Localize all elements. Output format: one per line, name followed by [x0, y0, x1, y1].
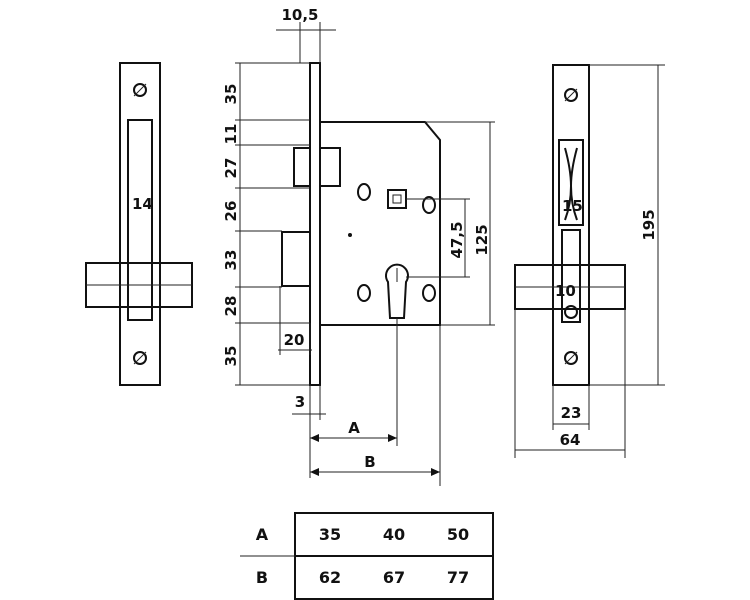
dim-height-35-bottom: 35 — [222, 346, 240, 367]
dim-side-10: 10 — [555, 282, 576, 300]
dim-bolt-20: 20 — [284, 331, 305, 349]
screw-hole-icon — [422, 196, 436, 214]
table-row-label-b: B — [256, 568, 268, 587]
front-faceplate — [309, 62, 321, 386]
right-screw-bottom-icon — [564, 351, 578, 365]
screw-hole-icon — [422, 284, 436, 302]
dim-cylinder-47-5: 47,5 — [448, 221, 466, 258]
right-faceplate-outline — [552, 64, 590, 386]
table-cell-b-1: 62 — [319, 568, 341, 587]
dim-depth-64: 64 — [560, 431, 581, 449]
table-row-label-a: A — [256, 525, 269, 544]
left-faceplate-outline — [119, 62, 161, 386]
follower-square — [387, 189, 407, 209]
screw-hole-icon — [357, 183, 371, 201]
left-screw-bottom-icon — [133, 351, 147, 365]
dim-case-125: 125 — [473, 224, 491, 255]
dim-height-11: 11 — [222, 124, 240, 145]
dim-height-28: 28 — [222, 296, 240, 317]
right-screw-middle-icon — [564, 305, 578, 319]
table-cell-b-2: 67 — [383, 568, 405, 587]
dimension-table: A B 35 40 50 62 67 77 — [240, 512, 494, 600]
right-latch-window — [558, 139, 584, 226]
left-side-view: 14 — [85, 62, 193, 386]
dim-label-a: A — [348, 419, 360, 437]
latch-bolt — [293, 147, 311, 187]
screw-hole-icon — [357, 284, 371, 302]
latch-tail — [319, 147, 341, 187]
dim-side-15: 15 — [562, 197, 583, 215]
left-screw-top-icon — [133, 83, 147, 97]
dim-height-27: 27 — [222, 158, 240, 179]
table-cell-b-3: 77 — [447, 568, 469, 587]
dim-total-195: 195 — [640, 209, 658, 240]
cylinder-keyhole-icon — [385, 263, 409, 319]
dim-side-14: 14 — [132, 195, 153, 213]
table-cell-a-2: 40 — [383, 525, 405, 544]
roller-latch-icon — [564, 147, 578, 221]
table-cell-a-3: 50 — [447, 525, 469, 544]
dim-faceplate-23: 23 — [561, 404, 582, 422]
dim-offset-3: 3 — [295, 393, 305, 411]
right-bolt-slot — [561, 229, 581, 323]
dead-bolt — [281, 231, 311, 287]
left-body-strip — [127, 119, 153, 321]
dim-height-26: 26 — [222, 201, 240, 222]
lock-case-front-view: 35 11 27 26 33 28 35 10,5 20 3 A B — [222, 6, 495, 486]
dim-label-b: B — [364, 453, 375, 471]
dim-height-33: 33 — [222, 250, 240, 271]
table-cell-a-1: 35 — [319, 525, 341, 544]
right-screw-top-icon — [564, 88, 578, 102]
dim-width-10-5: 10,5 — [281, 6, 318, 24]
dim-height-35-top: 35 — [222, 84, 240, 105]
lock-case-outline — [320, 121, 441, 326]
right-side-view: 15 10 195 23 64 — [514, 64, 665, 458]
